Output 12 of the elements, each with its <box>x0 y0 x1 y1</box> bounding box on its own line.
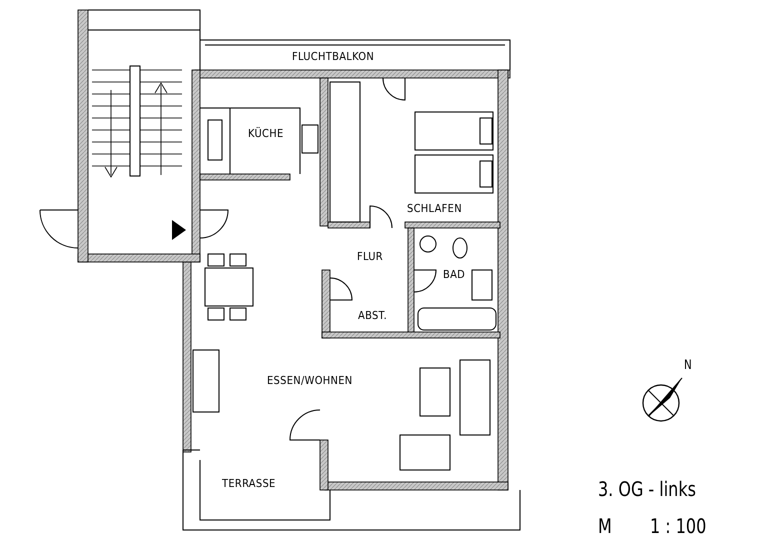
scale-label: M <box>598 515 612 537</box>
room-label: BAD <box>443 268 466 281</box>
room-label: ABST. <box>358 309 388 322</box>
room-label: SCHLAFEN <box>407 202 462 215</box>
floor-label: 3. OG - links <box>598 478 696 500</box>
room-label: KÜCHE <box>248 127 284 140</box>
scale-value: 1 : 100 <box>650 515 706 537</box>
room-label: ESSEN/WOHNEN <box>267 374 352 387</box>
room-label: FLUR <box>357 250 383 263</box>
room-label: TERRASSE <box>222 477 276 490</box>
north-label: N <box>684 357 692 375</box>
room-label: FLUCHTBALKON <box>292 50 374 63</box>
